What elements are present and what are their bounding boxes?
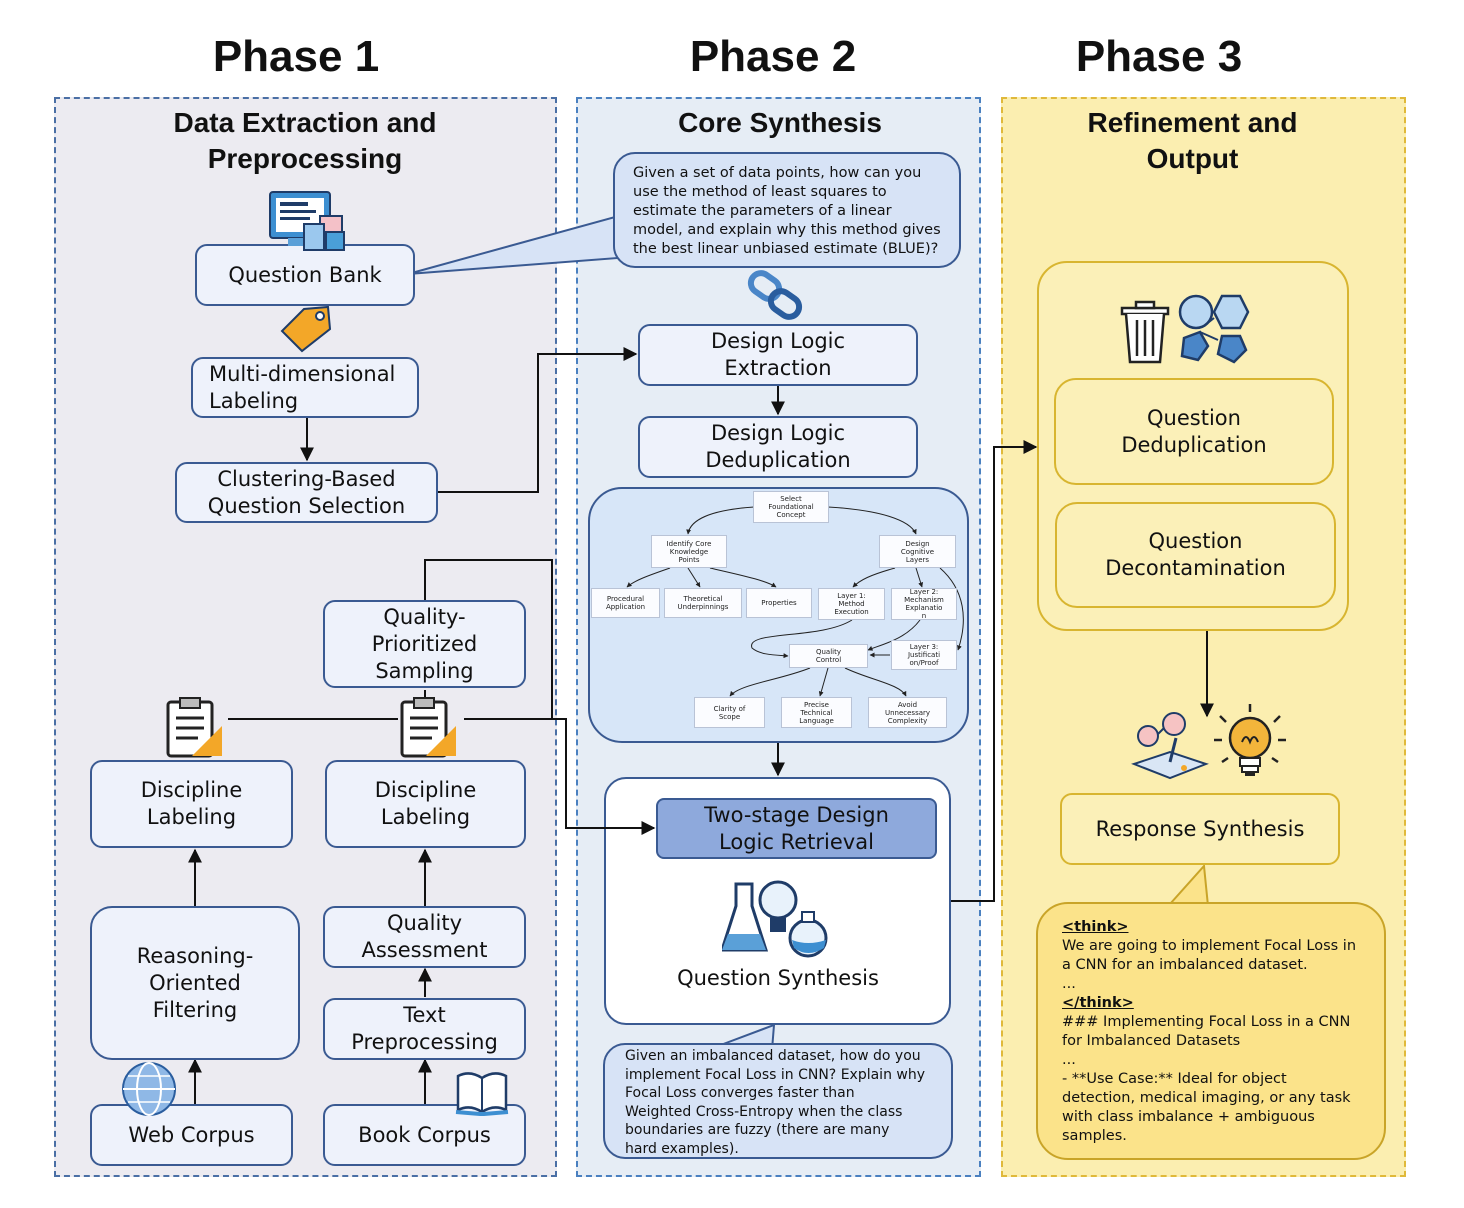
reasoning-oriented-filtering-node: Reasoning- Oriented Filtering — [90, 906, 300, 1060]
clipboard-icon — [166, 697, 222, 758]
phase-2-panel-title: Core Synthesis — [678, 107, 882, 138]
discipline-labeling-right-node: Discipline Labeling — [325, 760, 526, 848]
text-preprocessing-node: Text Preprocessing — [323, 998, 526, 1060]
generated-question-bubble: Given an imbalanced dataset, how do you … — [603, 1043, 953, 1159]
trash-can-icon — [1120, 300, 1170, 364]
flask-lightbulb-icon — [722, 880, 828, 958]
flow-quality-control: Quality Control — [789, 644, 868, 668]
phase-1-title: Phase 1 — [212, 32, 380, 81]
arrow-synthesis-to-phase3 — [951, 440, 1038, 902]
arrow-clipboard-to-retrieval — [464, 718, 656, 835]
example-question-bubble: Given a set of data points, how can you … — [613, 152, 961, 268]
flow-clarity: Clarity of Scope — [694, 697, 765, 728]
question-synthesis-label: Question Synthesis — [677, 966, 879, 990]
response-output-bubble: <think> We are going to implement Focal … — [1036, 902, 1386, 1160]
flow-avoid: Avoid Unnecessary Complexity — [868, 697, 947, 728]
flow-layer2: Layer 2: Mechanism Explanatio n — [891, 588, 957, 620]
flow-precise: Precise Technical Language — [781, 697, 852, 728]
flow-design-layers: Design Cognitive Layers — [879, 535, 956, 568]
two-stage-retrieval-node: Two-stage Design Logic Retrieval — [656, 798, 937, 859]
design-logic-extraction-node: Design Logic Extraction — [638, 324, 918, 386]
flow-procedural: Procedural Application — [591, 588, 660, 618]
flow-properties: Properties — [746, 588, 812, 618]
think-open-tag: <think> — [1062, 919, 1129, 935]
response-synthesis-node: Response Synthesis — [1060, 793, 1340, 865]
clustering-question-selection-node: Clustering-Based Question Selection — [175, 462, 438, 523]
question-bank-callout-tail — [407, 215, 620, 275]
quality-prioritized-sampling-node: Quality- Prioritized Sampling — [323, 600, 526, 688]
phase-3-panel-title: Refinement and Output — [1087, 107, 1298, 174]
design-logic-deduplication-node: Design Logic Deduplication — [638, 416, 918, 478]
phase-3-title: Phase 3 — [1075, 32, 1243, 81]
response-callout-tail — [1167, 863, 1210, 908]
flow-layer1: Layer 1: Method Execution — [818, 588, 885, 620]
question-deduplication-node: Question Deduplication — [1054, 378, 1334, 485]
lightbulb-icon — [1214, 704, 1286, 776]
think-content: We are going to implement Focal Loss in … — [1062, 938, 1357, 992]
multi-dimensional-labeling-node: Multi-dimensional Labeling — [191, 357, 419, 418]
experiment-icon — [1131, 712, 1209, 780]
flow-layer3: Layer 3: Justificati on/Proof — [891, 640, 957, 670]
web-corpus-node: Web Corpus — [90, 1104, 293, 1166]
question-bank-node: Question Bank — [195, 244, 415, 306]
chain-link-icon — [747, 270, 803, 320]
open-book-icon — [455, 1072, 509, 1116]
flow-identify-knowledge: Identify Core Knowledge Points — [651, 535, 727, 568]
flow-select-concept: Select Foundational Concept — [753, 491, 829, 523]
arrow-clustering-to-extraction — [438, 347, 638, 493]
computer-icon — [269, 191, 345, 251]
flow-theoretical: Theoretical Underpinnings — [664, 588, 742, 618]
question-decontamination-node: Question Decontamination — [1055, 502, 1336, 608]
phase-2-title: Phase 2 — [689, 32, 857, 81]
think-close-tag: </think> — [1062, 995, 1134, 1011]
clipboard-icon-right — [400, 697, 456, 758]
quality-assessment-node: Quality Assessment — [323, 906, 526, 968]
hexagon-network-icon — [1178, 294, 1250, 364]
book-corpus-node: Book Corpus — [323, 1104, 526, 1166]
phase-1-panel-title: Data Extraction and Preprocessing — [173, 107, 437, 174]
discipline-labeling-left-node: Discipline Labeling — [90, 760, 293, 848]
price-tag-icon — [280, 305, 332, 353]
globe-icon — [122, 1062, 176, 1116]
line-sampling-to-retrieval — [424, 559, 553, 719]
answer-content: ### Implementing Focal Loss in a CNN for… — [1062, 1014, 1351, 1144]
